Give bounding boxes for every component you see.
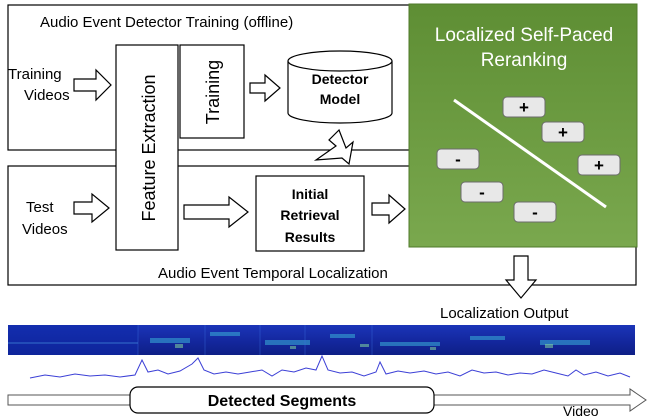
- test-videos-line1: Test: [26, 199, 54, 216]
- positive-sample: +: [541, 121, 585, 143]
- svg-text:+: +: [519, 98, 529, 117]
- model-to-localization-arrow: [313, 128, 354, 166]
- svg-text:+: +: [558, 123, 568, 142]
- localization-box-title: Audio Event Temporal Localization: [158, 265, 388, 282]
- waveform: [29, 354, 631, 379]
- svg-text:-: -: [455, 150, 461, 169]
- positive-sample: +: [502, 96, 546, 118]
- reranking-title-line2: Reranking: [481, 50, 568, 71]
- video-axis-label: Video: [563, 403, 599, 419]
- features-to-results-arrow: [183, 195, 249, 229]
- initial-results-line2: Retrieval: [280, 207, 339, 223]
- detected-segments-label: Detected Segments: [208, 393, 357, 410]
- reranking-title-line1: Localized Self-Paced: [435, 25, 614, 46]
- svg-text:-: -: [532, 203, 538, 222]
- initial-results-box: [255, 175, 365, 252]
- test-videos-arrow: [73, 192, 110, 224]
- feature-extraction-label: Feature Extraction: [139, 74, 159, 221]
- training-videos-arrow: [73, 68, 112, 102]
- detector-model-line1: Detector: [312, 71, 369, 87]
- test-videos-line2: Videos: [22, 221, 68, 238]
- results-to-reranking-arrow: [371, 193, 406, 225]
- negative-sample: -: [460, 181, 504, 203]
- localization-output-label: Localization Output: [440, 305, 569, 322]
- training-step-label: Training: [203, 60, 223, 124]
- negative-sample: -: [436, 148, 480, 170]
- training-to-model-arrow: [249, 73, 281, 103]
- training-videos-line2: Videos: [24, 87, 70, 104]
- localization-output-arrow: [504, 255, 538, 299]
- training-videos-line1: Training: [8, 66, 62, 83]
- training-box-title: Audio Event Detector Training (offline): [40, 14, 293, 31]
- ranking-boundary-line: [453, 98, 607, 209]
- detected-segments-box: [129, 386, 435, 414]
- positive-sample: +: [577, 154, 621, 176]
- detector-model-line2: Model: [320, 91, 360, 107]
- initial-results-line1: Initial: [292, 186, 329, 202]
- svg-text:-: -: [479, 183, 485, 202]
- initial-results-line3: Results: [285, 229, 336, 245]
- training-step-box: [179, 44, 245, 139]
- feature-extraction-box: [115, 44, 179, 251]
- negative-sample: -: [513, 201, 557, 223]
- detector-model-cylinder: [287, 50, 393, 124]
- svg-text:+: +: [594, 156, 604, 175]
- spectrogram: [8, 325, 635, 355]
